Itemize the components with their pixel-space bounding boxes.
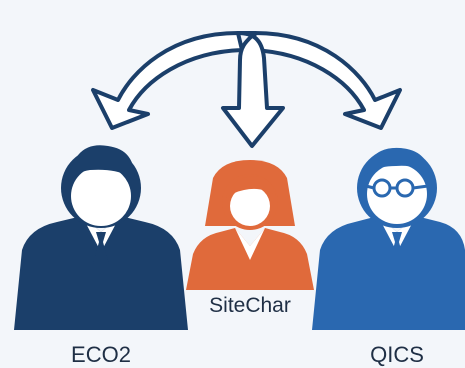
eco2-face [71,166,131,226]
sitechar-face [230,186,270,226]
glasses-icon [365,178,429,198]
qics-tie [389,232,405,274]
label-eco2: ECO2 [71,342,131,367]
person-qics [312,147,465,330]
person-eco2 [14,145,188,330]
eco2-tie [93,232,109,274]
qics-hair [364,147,430,176]
sitechar-bangs [226,176,276,198]
person-sitechar [186,160,314,290]
sitechar-collar [235,228,265,260]
arrow-to-sitechar [221,31,285,148]
arrow-to-eco2 [91,31,244,130]
arrow-to-qics [249,31,402,130]
label-qics: QICS [370,342,424,367]
label-sitechar: SiteChar [209,294,291,317]
eco2-hair [68,145,135,182]
qics-body [312,216,465,330]
arrow-group [91,31,402,148]
